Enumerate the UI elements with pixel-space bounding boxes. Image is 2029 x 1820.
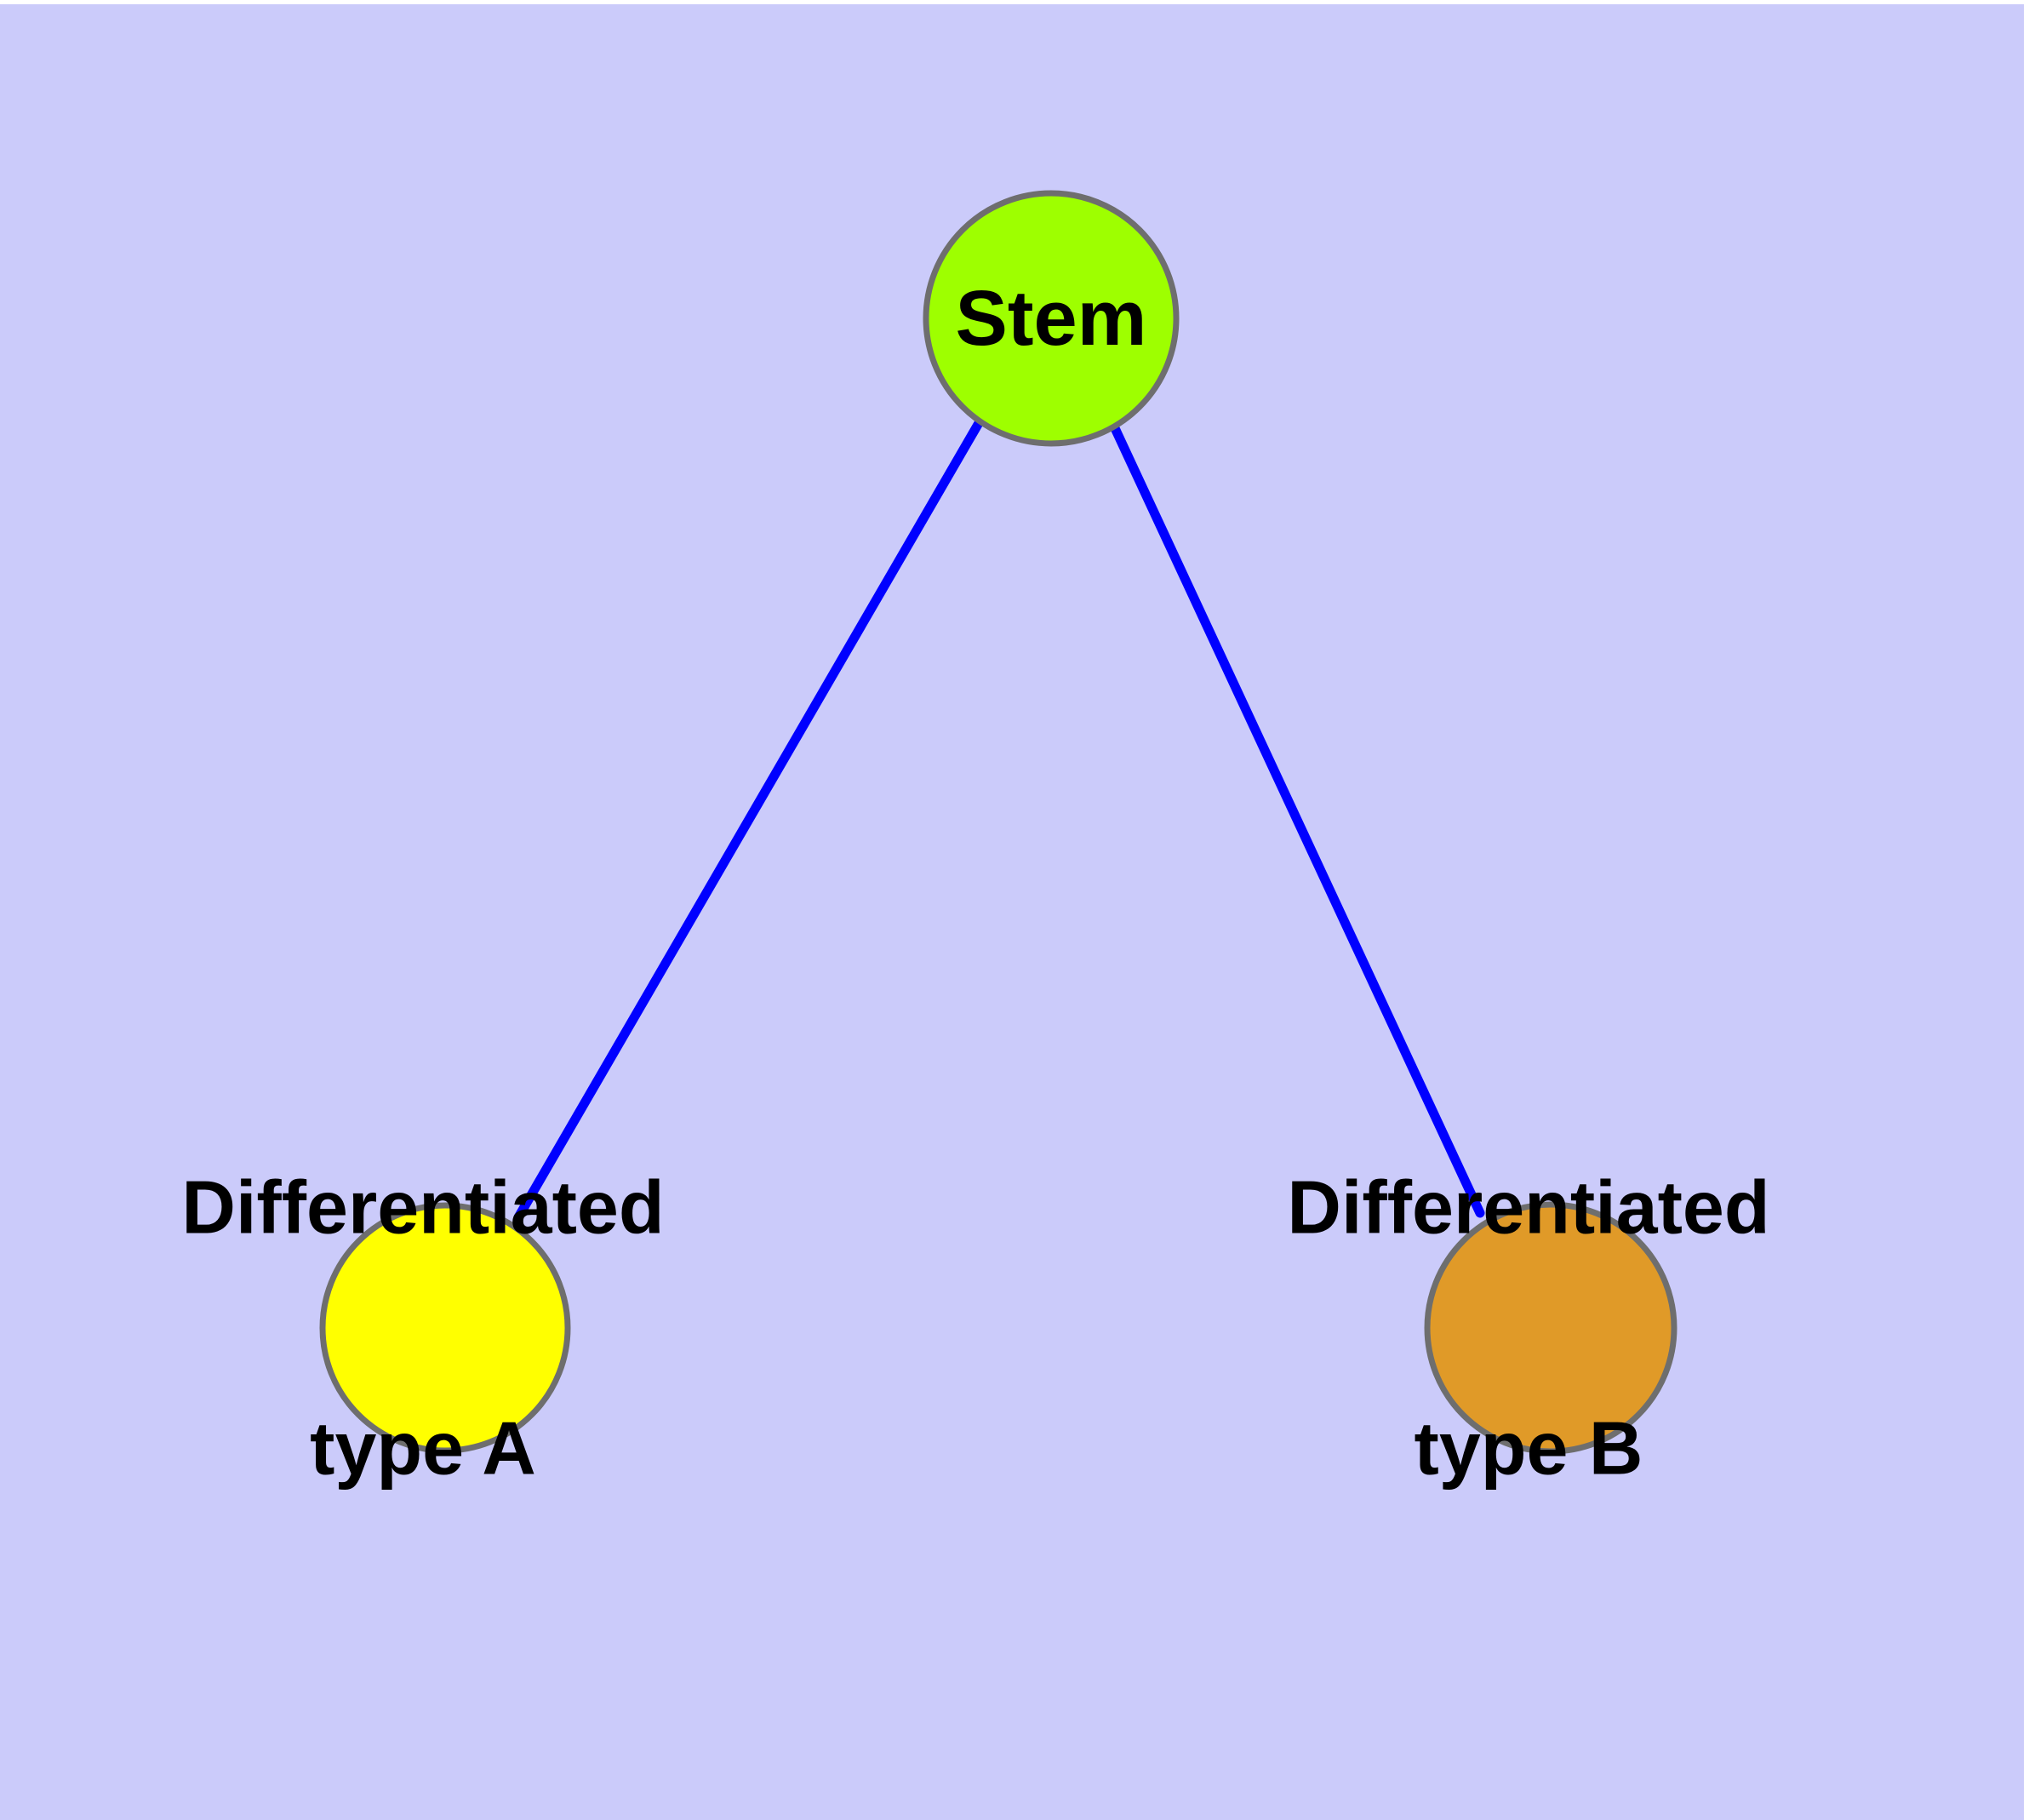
- edge-layer: [513, 418, 1485, 1222]
- node-diff-a-circle[interactable]: [319, 1202, 571, 1454]
- right-margin-strip: [2024, 0, 2029, 1820]
- edge-stem-to-diff-a[interactable]: [513, 418, 984, 1222]
- top-margin-strip: [0, 0, 2029, 4]
- edge-stem-to-diff-b[interactable]: [1110, 423, 1485, 1218]
- node-layer: [319, 190, 1677, 1455]
- node-stem-circle[interactable]: [923, 190, 1180, 447]
- node-diff-b-circle[interactable]: [1424, 1201, 1677, 1455]
